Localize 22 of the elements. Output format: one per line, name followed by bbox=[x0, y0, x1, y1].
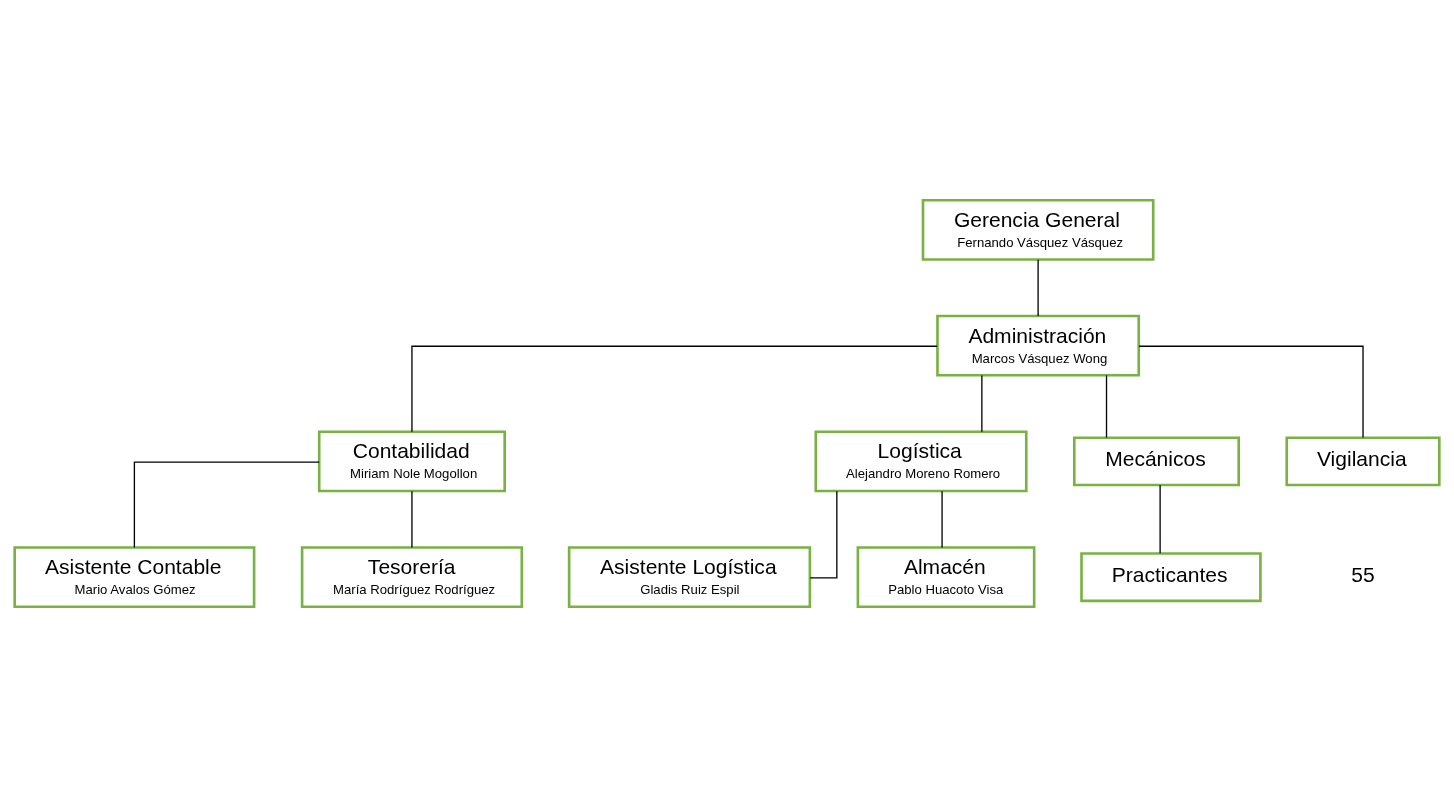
node-box: Practicantes bbox=[1080, 552, 1262, 603]
connector bbox=[941, 490, 943, 549]
node-box: Logística Alejandro Moreno Romero bbox=[814, 430, 1028, 493]
connector bbox=[809, 490, 838, 579]
node-box: Contabilidad Miriam Nole Mogollon bbox=[317, 430, 506, 493]
node-box: Gerencia General Fernando Vásquez Vásquez bbox=[921, 198, 1155, 261]
connector bbox=[1037, 259, 1039, 317]
connector bbox=[981, 374, 983, 433]
node-box: Vigilancia bbox=[1285, 436, 1441, 487]
connector bbox=[411, 345, 938, 433]
node-box: Asistente Logística Gladis Ruiz Espil bbox=[567, 546, 812, 609]
node-box: Tesorería María Rodríguez Rodríguez bbox=[300, 546, 524, 609]
node-box: Administración Marcos Vásquez Wong bbox=[936, 314, 1141, 377]
connector bbox=[1105, 374, 1108, 439]
connector bbox=[1138, 345, 1364, 439]
connector bbox=[133, 461, 320, 549]
node-box: Asistente Contable Mario Avalos Gómez bbox=[13, 546, 256, 609]
connector bbox=[411, 490, 413, 549]
label: 55 bbox=[1351, 563, 1375, 587]
node-box: Mecánicos bbox=[1072, 436, 1241, 487]
node-box: Almacén Pablo Huacoto Visa bbox=[856, 546, 1036, 609]
connector bbox=[1159, 484, 1161, 554]
